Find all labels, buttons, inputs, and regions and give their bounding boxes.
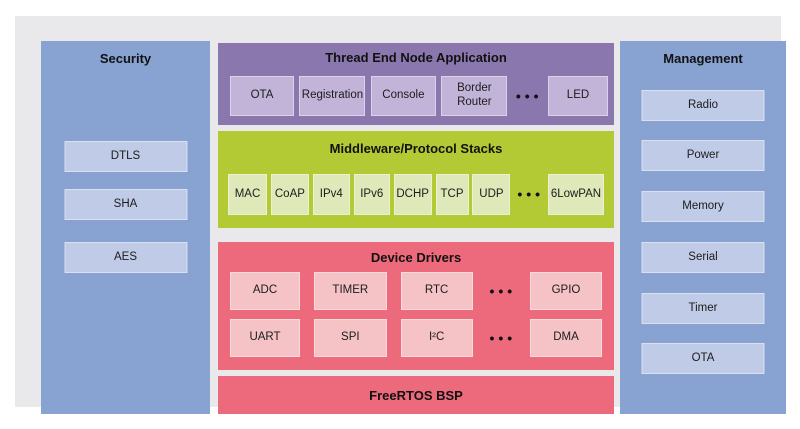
ellipsis-dots: •••: [517, 186, 545, 203]
chip-ipv6: IPv6: [353, 174, 390, 215]
middleware-layer-title: Middleware/Protocol Stacks: [329, 141, 503, 156]
ellipsis-dots: •••: [489, 282, 517, 299]
ellipsis-dots: •••: [515, 87, 543, 104]
chip-memory: Memory: [641, 191, 765, 222]
chip-uart: UART: [230, 319, 300, 357]
chip-ota: OTA: [641, 343, 765, 374]
chip-adc: ADC: [230, 272, 300, 310]
chip-radio: Radio: [641, 90, 765, 121]
chip-rtc: RTC: [400, 272, 473, 310]
chip-i-c: I²C: [400, 319, 473, 357]
management-title: Management: [663, 51, 743, 66]
ellipsis-dots: •••: [489, 329, 517, 346]
chip-power: Power: [641, 140, 765, 171]
chip-border-router: Border Router: [441, 76, 508, 116]
chip-timer: TIMER: [313, 272, 387, 310]
bsp-layer-title: FreeRTOS BSP: [369, 387, 463, 403]
security-title: Security: [99, 51, 152, 66]
security-chip-list: DTLS SHA AES: [41, 41, 210, 414]
application-layer-title: Thread End Node Application: [325, 50, 507, 65]
chip-aes: AES: [64, 242, 187, 273]
chip-sha: SHA: [64, 189, 187, 220]
chip-led: LED: [547, 76, 608, 116]
drivers-layer-title: Device Drivers: [370, 250, 462, 265]
chip-serial: Serial: [641, 242, 765, 273]
chip-tcp: TCP: [435, 174, 469, 215]
chip-dtls: DTLS: [64, 141, 187, 172]
chip-dma: DMA: [529, 319, 602, 357]
chip-timer: Timer: [641, 293, 765, 324]
security-panel: Security DTLS SHA AES: [41, 41, 210, 414]
chip-mac: MAC: [228, 174, 267, 215]
chip-ota: OTA: [230, 76, 294, 116]
chip-6lowpan: 6LowPAN: [547, 174, 604, 215]
chip-dchp: DCHP: [393, 174, 432, 215]
diagram-background-panel: Security DTLS SHA AES Thread End Node Appl…: [15, 16, 786, 414]
chip-console: Console: [370, 76, 436, 116]
drivers-layer: Device Drivers ADC TIMER RTC ••• GPIO UART SP…: [218, 242, 614, 370]
drivers-chip-row-2: UART SPI I²C ••• DMA: [218, 319, 614, 357]
drivers-chip-row-1: ADC TIMER RTC ••• GPIO: [218, 272, 614, 310]
chip-udp: UDP: [472, 174, 511, 215]
chip-gpio: GPIO: [529, 272, 602, 310]
chip-spi: SPI: [313, 319, 387, 357]
chip-registration: Registration: [299, 76, 366, 116]
bsp-layer: FreeRTOS BSP: [218, 376, 614, 414]
chip-ipv4: IPv4: [312, 174, 350, 215]
chip-coap: CoAP: [270, 174, 309, 215]
